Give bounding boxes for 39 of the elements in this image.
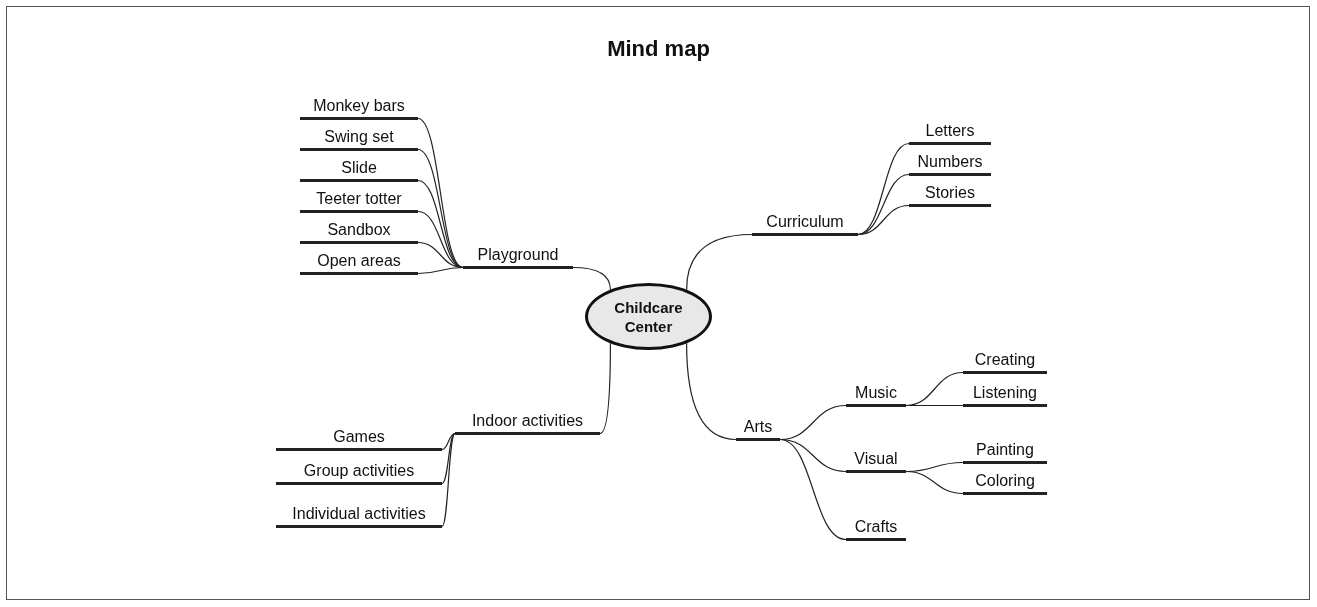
topic-label: Listening xyxy=(963,383,1047,407)
title: Mind map xyxy=(606,36,711,62)
topic-label: Numbers xyxy=(909,152,991,176)
branch-line xyxy=(686,342,737,441)
topic-label: Sandbox xyxy=(300,220,418,244)
branch-line xyxy=(417,179,464,269)
branch-line xyxy=(417,266,464,275)
topic-label: Creating xyxy=(963,350,1047,374)
topic-label: Playground xyxy=(463,245,573,269)
topic-label: Coloring xyxy=(963,471,1047,495)
branch-line xyxy=(417,210,464,269)
topic-label: Teeter totter xyxy=(300,189,418,213)
topic-label: Open areas xyxy=(300,251,418,275)
topic-label: Swing set xyxy=(300,127,418,151)
topic-label: Indoor activities xyxy=(455,411,600,435)
topic-label: Games xyxy=(276,427,442,451)
branch-line xyxy=(441,432,456,451)
branch-line xyxy=(599,342,611,435)
topic-label: Stories xyxy=(909,183,991,207)
topic-label: Curriculum xyxy=(752,212,858,236)
topic-label: Crafts xyxy=(846,517,906,541)
branch-line xyxy=(905,470,964,495)
topic-label: Music xyxy=(846,383,906,407)
topic-label: Group activities xyxy=(276,461,442,485)
branch-line xyxy=(857,204,910,236)
topic-label: Letters xyxy=(909,121,991,145)
topic-label: Individual activities xyxy=(276,504,442,528)
topic-label: Monkey bars xyxy=(300,96,418,120)
branch-line xyxy=(779,438,847,541)
branch-line xyxy=(572,266,611,291)
branch-line xyxy=(441,432,456,528)
branch-line xyxy=(857,173,910,236)
topic-label: Arts xyxy=(736,417,780,441)
topic-label: Visual xyxy=(846,449,906,473)
topic-label: Painting xyxy=(963,440,1047,464)
branch-line xyxy=(905,404,964,407)
topic-label: Slide xyxy=(300,158,418,182)
branch-line xyxy=(686,233,753,291)
branch-line xyxy=(441,432,456,485)
